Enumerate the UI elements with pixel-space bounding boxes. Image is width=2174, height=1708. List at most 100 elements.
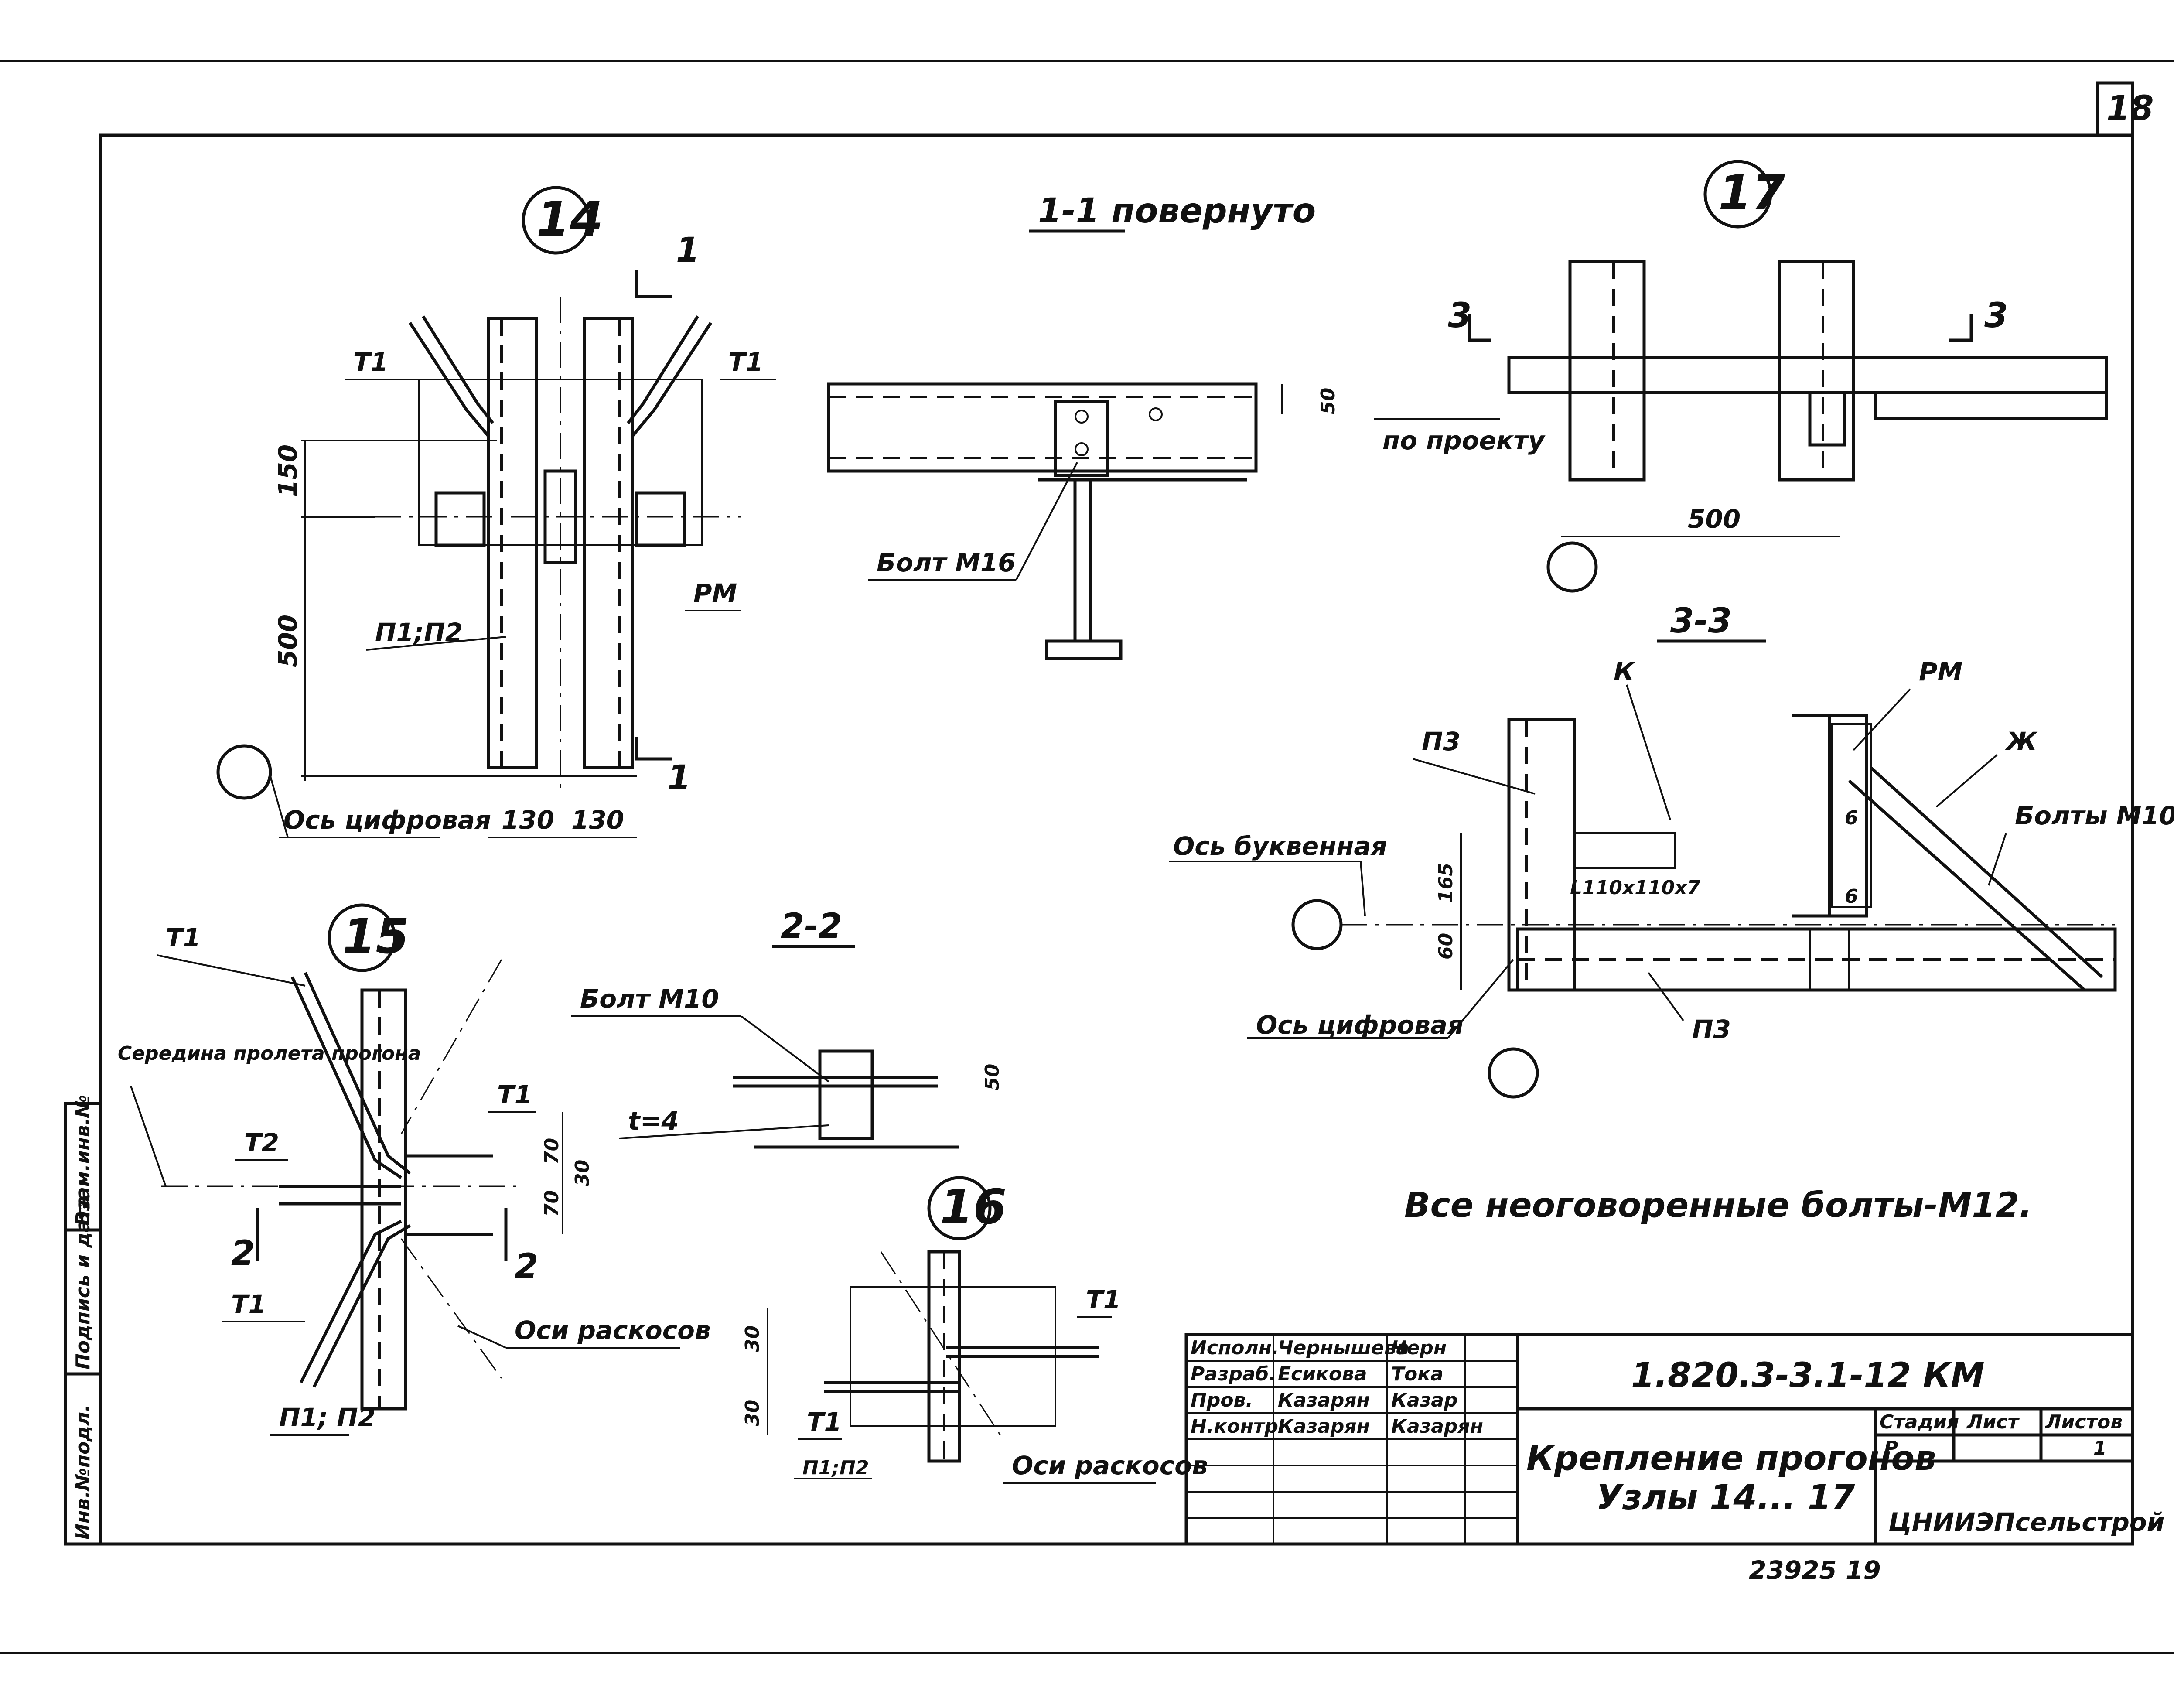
dim-130a: 130 [502, 805, 554, 835]
dim-60: 60 [1435, 933, 1457, 960]
dim-70b: 70 [541, 1190, 563, 1217]
node-16-view: 16 T1 T1 П1;П2 Оси раскосов 30 30 [741, 1176, 1208, 1484]
sheet-number-box [2096, 81, 2134, 137]
label-diag-axes-16: Оси раскосов [1012, 1451, 1208, 1480]
label-b6-b: 6 [1845, 885, 1858, 908]
tb-sheet-label: Лист [1966, 1411, 2020, 1433]
node-17-label: 17 [1718, 165, 1785, 221]
node-14-label: 14 [536, 191, 603, 247]
label-p1p2-15: П1; П2 [279, 1403, 375, 1432]
mark-3-right: 3 [1984, 296, 2008, 335]
label-per-project: по проекту [1382, 426, 1546, 455]
label-t4: t=4 [628, 1106, 679, 1136]
side-stamp: Инв.№подл. Подпись и дата Взам.инв.№ [64, 1095, 102, 1546]
tb-role-0: Исполн. [1191, 1337, 1279, 1359]
section-3-3-title: 3-3 [1670, 601, 1732, 641]
dim-500-17: 500 [1688, 504, 1741, 534]
dim-50-22: 50 [981, 1064, 1003, 1090]
dim-30-16b: 30 [741, 1400, 764, 1426]
dim-70: 70 [541, 1138, 563, 1165]
label-t1-16a: T1 [1086, 1285, 1121, 1315]
axis-bubble-14 [216, 744, 272, 800]
label-t1-left: T1 [353, 347, 388, 377]
tb-sheets-label: Листов [2044, 1411, 2123, 1433]
tb-name-3: Казарян [1278, 1415, 1370, 1438]
dim-30-16a: 30 [741, 1325, 764, 1352]
label-k: К [1614, 657, 1635, 687]
tb-stage-label: Стадия [1880, 1411, 1959, 1433]
dim-165: 165 [1435, 863, 1457, 903]
label-p3-top: П3 [1422, 727, 1461, 756]
tb-sign-0: Черн [1391, 1337, 1447, 1359]
section-2-2-title: 2-2 [781, 907, 842, 946]
label-angle: L110x110x7 [1570, 877, 1700, 899]
section-3-3-view: 3-3 К П3 РМ Ж Болты М10 L110x110x7 6 6 1… [1169, 601, 2174, 1099]
tb-role-1: Разраб. [1191, 1363, 1276, 1385]
tb-role-2: Пров. [1191, 1389, 1253, 1411]
axis-bubble-33-left [1291, 899, 1343, 950]
archive-number: 23925 19 [1749, 1555, 1881, 1585]
label-t1-16b: T1 [807, 1407, 842, 1437]
label-pm-14: РМ [693, 578, 737, 608]
label-p1p2-16: П1;П2 [802, 1457, 869, 1479]
stamp-replace: Взам.инв.№ [72, 1095, 94, 1226]
sheet-number: 18 [2106, 89, 2154, 128]
label-axis-letter: Ось буквенная [1173, 831, 1387, 861]
tb-code: 1.820.3-3.1-12 КМ [1631, 1356, 1985, 1395]
tb-name-2: Казарян [1278, 1389, 1370, 1411]
tb-stage: Р [1884, 1437, 1898, 1459]
section-1-1-view: 1-1 повернуто 50 Болт М16 [827, 191, 1339, 660]
tb-sign-1: Тока [1391, 1363, 1444, 1385]
label-bolt-m10: Болт М10 [580, 984, 719, 1014]
axis-bubble-33-bottom [1488, 1047, 1539, 1099]
label-mid-span: Середина пролета прогона [118, 1042, 421, 1065]
label-t1-right: T1 [728, 347, 763, 377]
dim-50: 50 [1317, 388, 1339, 414]
label-t1-15b: T1 [497, 1080, 532, 1110]
mark-1-top: 1 [676, 231, 700, 270]
mark-3-left: 3 [1448, 296, 1471, 335]
label-bolt-m16: Болт М16 [877, 548, 1016, 577]
dim-130b: 130 [571, 805, 624, 835]
label-diag-axes-15: Оси раскосов [515, 1315, 711, 1345]
section-1-1-title: 1-1 повернуто [1038, 191, 1316, 231]
label-bolts-m10: Болты М10 [2015, 801, 2174, 830]
label-t1-15c: T1 [231, 1289, 266, 1319]
dim-150: 150 [273, 444, 303, 497]
tb-title-1: Крепление прогонов [1526, 1439, 1936, 1478]
label-pm-33: РМ [1919, 657, 1962, 687]
label-p3-bottom: П3 [1692, 1015, 1731, 1044]
node-15-label: 15 [342, 909, 409, 964]
node-14-view: 14 1 1 150 500 130 130 T1 [216, 186, 776, 838]
label-axis-digit-33: Ось цифровая [1256, 1010, 1464, 1040]
dim-500: 500 [273, 615, 303, 667]
tb-name-0: Чернышева [1278, 1337, 1409, 1359]
node-16-label: 16 [940, 1179, 1007, 1235]
section-2-2-view: 2-2 50 Болт М10 t=4 [571, 907, 1003, 1149]
node-15-view: 15 T1 Середина пролета прогона T1 T2 T1 … [118, 903, 711, 1436]
drawing-frame [99, 133, 2134, 1546]
label-t1-15a: T1 [166, 923, 201, 953]
tb-title-2: Узлы 14... 17 [1596, 1478, 1855, 1517]
label-b6-a: 6 [1845, 807, 1858, 829]
axis-bubble-17 [1546, 541, 1598, 593]
tb-sheets: 1 [2093, 1437, 2107, 1459]
tb-role-3: Н.контр. [1191, 1415, 1286, 1438]
tb-sign-3: Казарян [1391, 1415, 1483, 1438]
tb-name-1: Есикова [1278, 1363, 1367, 1385]
general-note: Все неоговоренные болты-М12. [1404, 1186, 2032, 1225]
tb-org: ЦНИИЭПсельстрой [1888, 1507, 2164, 1537]
label-zh: Ж [2004, 727, 2038, 756]
node-17-view: 17 500 по проекту 3 3 [1374, 160, 2108, 593]
mark-1-bottom: 1 [667, 758, 691, 798]
title-block: Исполн. Чернышева Черн Разраб. Есикова Т… [1184, 1333, 2164, 1546]
mark-2-left: 2 [231, 1234, 255, 1273]
dim-30: 30 [571, 1160, 594, 1186]
label-t2: T2 [244, 1128, 279, 1158]
stamp-sign: Подпись и дата [72, 1195, 94, 1370]
mark-2-right: 2 [515, 1247, 538, 1286]
tb-sign-2: Казар [1391, 1389, 1457, 1411]
stamp-inv: Инв.№подл. [72, 1404, 94, 1540]
label-axis-digit-14: Ось цифровая [283, 805, 491, 835]
